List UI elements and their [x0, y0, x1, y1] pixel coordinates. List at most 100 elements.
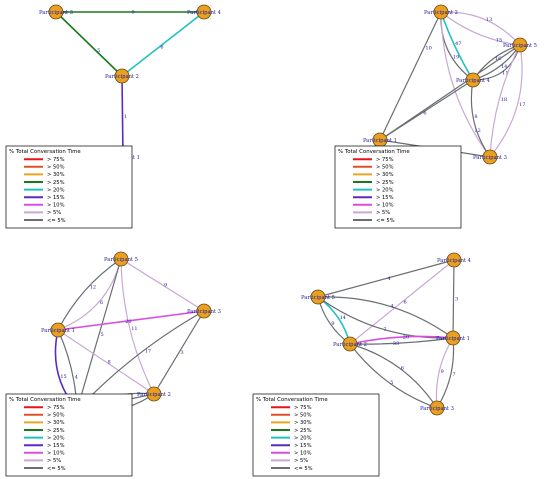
- legend-title: % Total Conversation Time: [256, 397, 328, 403]
- edge-weight-label: 5: [101, 332, 104, 338]
- edge-weight-label: 10: [425, 45, 431, 51]
- legend-item-label: > 25%: [376, 180, 394, 186]
- legend-item-label: > 50%: [47, 413, 65, 419]
- participant-node-p1[interactable]: [50, 322, 66, 338]
- edge-weight-label: 14: [340, 315, 346, 321]
- participant-label: Participant 3: [39, 10, 73, 16]
- edge-p2-p1: [379, 11, 442, 141]
- edge-weight-label: 4: [75, 375, 78, 381]
- edge-weight-label: 4: [390, 304, 393, 310]
- participant-node-p2[interactable]: [433, 4, 449, 20]
- edge-p5-p1: [57, 258, 122, 331]
- participant-node-p1[interactable]: [445, 330, 461, 346]
- participant-label: Participant 4: [187, 10, 222, 16]
- participant-node-p4[interactable]: [465, 72, 481, 88]
- edge-p2-p1: [121, 75, 124, 158]
- edge-weight-label: 20: [125, 319, 131, 325]
- edge-p2-p1: [349, 337, 454, 345]
- participant-node-p3[interactable]: [196, 303, 212, 319]
- edge-weight-label: 8: [474, 114, 477, 120]
- network-panel-top-right: 1315471910121416111718683Participant 2Pa…: [334, 4, 537, 229]
- legend-item-label: > 30%: [47, 172, 65, 178]
- legend-item-label: <= 5%: [47, 218, 66, 224]
- edge-p5-p3: [489, 44, 521, 158]
- participant-node-p2[interactable]: [342, 336, 358, 352]
- edge-group: 612951120154817313146: [54, 258, 205, 413]
- participant-label: Participant 3: [187, 309, 221, 315]
- participant-label: Participant 4: [456, 78, 491, 84]
- edge-group: 1315471910121416111718683: [379, 11, 525, 158]
- legend-item-label: <= 5%: [47, 466, 66, 472]
- edge-weight-label: 1: [124, 114, 127, 120]
- legend: % Total Conversation Time> 75%> 50%> 30%…: [5, 393, 133, 477]
- edge-weight-label: 18: [501, 97, 507, 103]
- edge-weight-label: 17: [519, 102, 525, 108]
- edge-p5-p1: [317, 296, 454, 339]
- participant-label: Participant 3: [473, 155, 507, 161]
- participant-label: Participant 2: [137, 392, 171, 398]
- legend-item-label: > 30%: [47, 420, 65, 426]
- edge-weight-label: 11: [502, 70, 508, 76]
- edge-p2-p3: [349, 343, 438, 409]
- legend-title: % Total Conversation Time: [9, 397, 81, 403]
- edge-weight-label: 9: [441, 369, 444, 375]
- legend-item-label: > 20%: [376, 187, 394, 193]
- legend-item-label: > 25%: [47, 428, 65, 434]
- edge-weight-label: 19: [453, 54, 459, 60]
- edge-weight-label: 16: [495, 56, 501, 62]
- edge-p5-p4: [76, 258, 122, 411]
- participant-node-p5[interactable]: [113, 251, 129, 267]
- participant-node-p3[interactable]: [482, 149, 498, 165]
- edge-p1-p4: [452, 259, 455, 339]
- legend-item-label: > 20%: [47, 187, 65, 193]
- edge-weight-label: 20: [403, 335, 409, 341]
- participant-node-p2[interactable]: [146, 386, 162, 402]
- edge-weight-label: 3: [181, 350, 184, 356]
- edge-weight-label: 6: [160, 45, 163, 51]
- participant-node-p3[interactable]: [429, 400, 445, 416]
- edge-p2-p3: [349, 343, 438, 409]
- legend-item-label: > 5%: [47, 458, 61, 464]
- edge-p3-p2: [55, 11, 123, 77]
- participant-node-p5[interactable]: [512, 37, 528, 53]
- edge-weight-label: 47: [455, 41, 461, 47]
- edge-weight-label: 9: [331, 321, 334, 327]
- edge-weight-label: 14: [501, 64, 507, 70]
- legend-item-label: > 10%: [376, 203, 394, 209]
- participant-label: Participant 1: [436, 336, 470, 342]
- edge-weight-label: 12: [90, 285, 96, 291]
- participant-label: Participant 1: [41, 328, 75, 334]
- legend-item-label: > 15%: [376, 195, 394, 201]
- legend: % Total Conversation Time> 75%> 50%> 30%…: [334, 145, 462, 229]
- legend-item-label: > 25%: [47, 180, 65, 186]
- legend-item-label: > 30%: [376, 172, 394, 178]
- legend-item-label: > 75%: [294, 405, 312, 411]
- network-panel-bottom-left: 612951120154817313146Participant 5Partic…: [5, 251, 221, 477]
- legend-item-label: > 30%: [294, 420, 312, 426]
- participant-label: Participant 5: [104, 257, 138, 263]
- legend-title: % Total Conversation Time: [9, 149, 81, 155]
- legend-item-label: > 20%: [294, 435, 312, 441]
- edge-p1-p3: [435, 337, 454, 409]
- legend-item-label: > 50%: [47, 165, 65, 171]
- edge-weight-label: 7: [452, 372, 455, 378]
- edge-p3-p2: [153, 310, 205, 395]
- edge-p2-p5: [440, 11, 521, 46]
- legend-item-label: > 5%: [294, 458, 308, 464]
- participant-node-p4[interactable]: [446, 252, 462, 268]
- edge-p2-p5: [440, 11, 521, 46]
- participant-node-p2[interactable]: [114, 68, 130, 84]
- legend: % Total Conversation Time> 75%> 50%> 30%…: [252, 393, 380, 477]
- participant-node-p4[interactable]: [196, 4, 212, 20]
- legend-item-label: > 20%: [47, 435, 65, 441]
- participant-node-p3[interactable]: [48, 4, 64, 20]
- participant-node-p5[interactable]: [310, 289, 326, 305]
- edge-weight-label: 17: [145, 348, 151, 354]
- legend-item-label: > 5%: [47, 210, 61, 216]
- edge-weight-label: 6: [404, 300, 407, 306]
